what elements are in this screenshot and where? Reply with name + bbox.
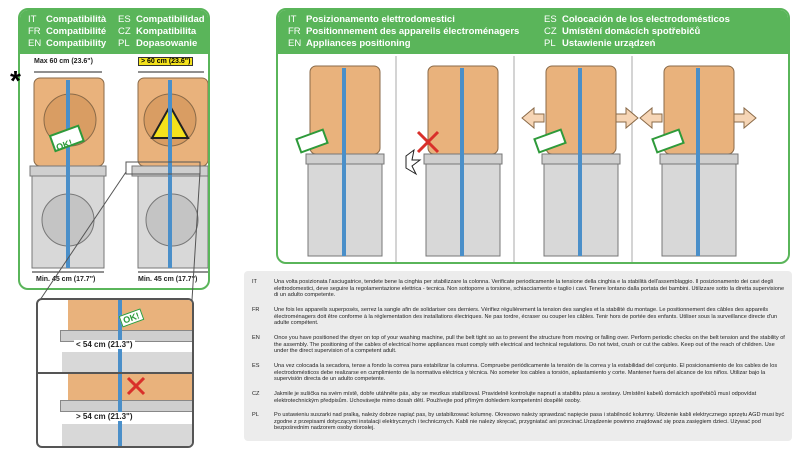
min-width-label-right: Min. 45 cm (17.7") (138, 276, 198, 283)
zoom-bad-measure: > 54 cm (21.3") (74, 412, 135, 421)
scene-2 (405, 65, 503, 257)
scene1-ok-badge (295, 128, 329, 154)
arrow-left-icon (521, 106, 545, 130)
zoom-strap-bad (118, 374, 122, 446)
cross-icon (126, 376, 146, 396)
impact-icon (405, 148, 422, 176)
positioning-illustration (295, 56, 757, 262)
zoom-ok-measure: < 54 cm (21.3") (74, 340, 135, 349)
scene-1 (295, 65, 385, 257)
pos-title-en: Appliances positioning (306, 38, 411, 49)
pos-title-fr: Positionnement des appareils électroména… (306, 26, 520, 37)
scene3-ok-badge (533, 128, 567, 154)
compat-title-cz: Kompatibilita (136, 26, 197, 37)
zoom-strap-ok (118, 300, 122, 372)
compat-title-es: Compatibilidad (136, 14, 205, 25)
compat-title-pl: Dopasowanie (136, 38, 198, 49)
compatibility-illustration (29, 71, 208, 273)
pos-title-it: Posizionamento elettrodomestici (306, 14, 455, 25)
zoom-ok-section: OK! < 54 cm (21.3") (38, 300, 192, 374)
zoom-washer-bad (62, 424, 192, 446)
pos-title-pl: Ustawienie urządzeń (562, 38, 656, 49)
pos-title-cz: Umístění domácích spotřebičů (562, 26, 701, 37)
over-width-label: > 60 cm (23.6") (138, 57, 194, 66)
arrow-right-icon (615, 106, 639, 130)
pos-title-es: Colocación de los electrodomésticos (562, 14, 730, 25)
compat-title-it: Compatibilità (46, 14, 107, 25)
scene-4 (639, 65, 757, 257)
compat-title-fr: Compatibilité (46, 26, 107, 37)
max-width-label: Max 60 cm (23.6") (34, 58, 93, 65)
ok-badge (48, 124, 85, 153)
zoom-inset: OK! < 54 cm (21.3") > 54 cm (21.3") (36, 298, 194, 448)
compat-title-en: Compatibility (46, 38, 107, 49)
scene4-ok-badge (651, 128, 685, 154)
zoom-washer-ok (62, 352, 192, 372)
zoom-bad-section: > 54 cm (21.3") (38, 374, 192, 446)
asterisk-marker: * (10, 65, 21, 96)
zoom-shelf-bad (60, 400, 192, 412)
scene-3 (521, 65, 639, 257)
arrow-left-icon-2 (639, 106, 663, 130)
arrow-right-icon-2 (733, 106, 757, 130)
min-width-label-left: Min. 45 cm (17.7") (36, 276, 96, 283)
